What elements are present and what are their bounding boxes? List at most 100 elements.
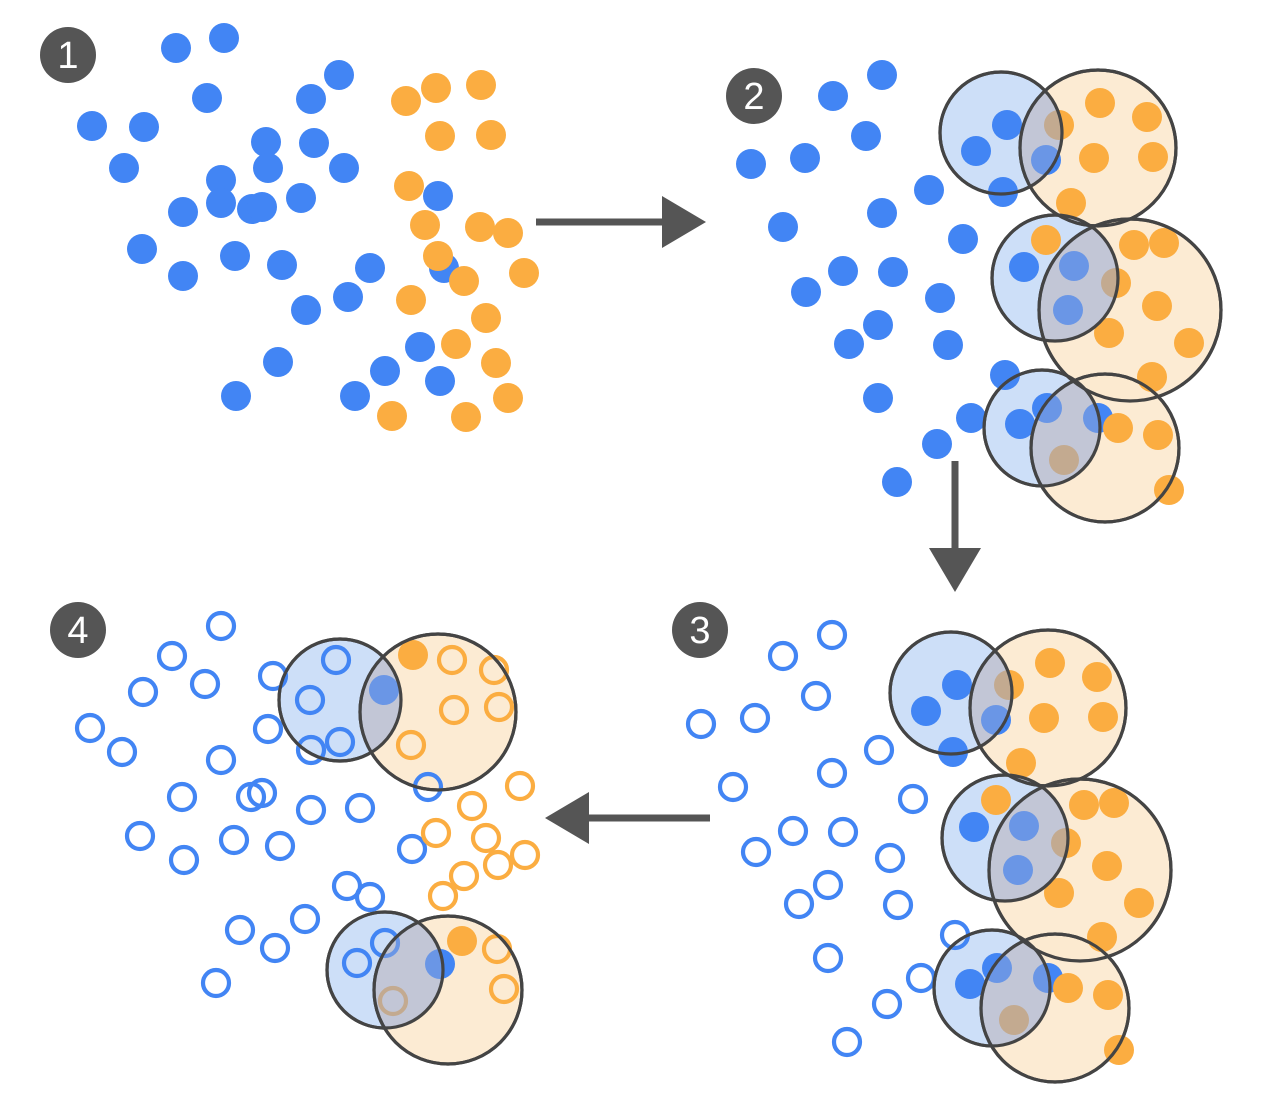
panel-2-point-blue-filled[interactable] bbox=[988, 177, 1018, 207]
panel-3-point-blue-hollow[interactable] bbox=[783, 888, 815, 920]
panel-1-point-blue-filled[interactable] bbox=[333, 282, 363, 312]
panel-2-point-orange-filled[interactable] bbox=[1132, 102, 1162, 132]
panel-2-point-blue-filled[interactable] bbox=[882, 467, 912, 497]
panel-2-point-blue-filled[interactable] bbox=[878, 257, 908, 287]
panel-4-point-blue-hollow[interactable] bbox=[246, 777, 278, 809]
panel-2-point-blue-filled[interactable] bbox=[867, 198, 897, 228]
panel-4-point-blue-hollow[interactable] bbox=[264, 830, 296, 862]
panel-4-point-orange-hollow[interactable] bbox=[483, 691, 515, 723]
panel-4-point-orange-hollow[interactable] bbox=[438, 694, 470, 726]
panel-2-point-blue-filled[interactable] bbox=[851, 121, 881, 151]
panel-4-point-blue-hollow[interactable] bbox=[124, 820, 156, 852]
panel-1-point-blue-filled[interactable] bbox=[253, 153, 283, 183]
panel-4-point-orange-hollow[interactable] bbox=[448, 860, 480, 892]
panel-3-point-orange-filled[interactable] bbox=[1099, 788, 1129, 818]
panel-4-point-blue-hollow[interactable] bbox=[320, 644, 352, 676]
panel-3-point-blue-hollow[interactable] bbox=[905, 962, 937, 994]
panel-2-point-orange-filled[interactable] bbox=[1079, 143, 1109, 173]
panel-4-point-blue-hollow[interactable] bbox=[344, 792, 376, 824]
panel-1-point-orange-filled[interactable] bbox=[410, 210, 440, 240]
panel-1-point-blue-filled[interactable] bbox=[340, 381, 370, 411]
panel-1-point-blue-filled[interactable] bbox=[168, 261, 198, 291]
panel-1-point-blue-filled[interactable] bbox=[247, 192, 277, 222]
panel-2-point-orange-filled[interactable] bbox=[1137, 362, 1167, 392]
panel-1-point-orange-filled[interactable] bbox=[451, 402, 481, 432]
panel-4-point-blue-hollow[interactable] bbox=[294, 684, 326, 716]
panel-1-point-orange-filled[interactable] bbox=[465, 212, 495, 242]
panel-2-point-orange-filled[interactable] bbox=[1174, 328, 1204, 358]
panel-1-point-blue-filled[interactable] bbox=[423, 181, 453, 211]
panel-3-point-blue-hollow[interactable] bbox=[740, 836, 772, 868]
panel-1-point-blue-filled[interactable] bbox=[286, 183, 316, 213]
panel-1-point-blue-filled[interactable] bbox=[109, 153, 139, 183]
panel-3-point-blue-filled[interactable] bbox=[942, 670, 972, 700]
panel-1-point-blue-filled[interactable] bbox=[127, 234, 157, 264]
panel-3-point-blue-filled[interactable] bbox=[959, 812, 989, 842]
panel-2-point-orange-filled[interactable] bbox=[1119, 230, 1149, 260]
panel-1-point-blue-filled[interactable] bbox=[206, 165, 236, 195]
panel-3-point-orange-filled[interactable] bbox=[1093, 980, 1123, 1010]
panel-2-point-orange-filled[interactable] bbox=[1142, 291, 1172, 321]
panel-1-point-orange-filled[interactable] bbox=[441, 329, 471, 359]
panel-2-point-blue-filled[interactable] bbox=[956, 403, 986, 433]
panel-1-point-orange-filled[interactable] bbox=[493, 383, 523, 413]
panel-4-point-orange-hollow[interactable] bbox=[504, 770, 536, 802]
panel-1-badge[interactable]: 1 bbox=[40, 27, 96, 83]
panel-1-point-blue-filled[interactable] bbox=[324, 60, 354, 90]
panel-1-point-orange-filled[interactable] bbox=[421, 73, 451, 103]
panel-1-point-blue-filled[interactable] bbox=[296, 84, 326, 114]
panel-4-badge[interactable]: 4 bbox=[50, 602, 106, 658]
panel-4-point-orange-hollow[interactable] bbox=[509, 839, 541, 871]
panel-4-point-blue-hollow[interactable] bbox=[189, 668, 221, 700]
panel-1-point-blue-filled[interactable] bbox=[267, 250, 297, 280]
panel-1-point-orange-filled[interactable] bbox=[396, 285, 426, 315]
panel-2-point-blue-filled[interactable] bbox=[922, 429, 952, 459]
panel-2-point-blue-filled[interactable] bbox=[992, 110, 1022, 140]
panel-2-point-blue-filled[interactable] bbox=[768, 212, 798, 242]
panel-3-point-blue-filled[interactable] bbox=[911, 696, 941, 726]
panel-2-point-blue-filled[interactable] bbox=[863, 383, 893, 413]
panel-1-point-orange-filled[interactable] bbox=[423, 241, 453, 271]
panel-3-point-orange-filled[interactable] bbox=[1124, 888, 1154, 918]
panel-4-point-blue-hollow[interactable] bbox=[205, 610, 237, 642]
panel-4-point-blue-hollow[interactable] bbox=[168, 844, 200, 876]
panel-3-point-orange-filled[interactable] bbox=[1082, 662, 1112, 692]
panel-4-point-blue-hollow[interactable] bbox=[354, 881, 386, 913]
panel-2-point-blue-filled[interactable] bbox=[834, 329, 864, 359]
panel-4-point-orange-filled[interactable] bbox=[447, 926, 477, 956]
panel-4-point-orange-hollow[interactable] bbox=[456, 790, 488, 822]
panel-3-point-orange-filled[interactable] bbox=[1044, 878, 1074, 908]
panel-2-point-blue-filled[interactable] bbox=[914, 175, 944, 205]
panel-1-point-orange-filled[interactable] bbox=[449, 266, 479, 296]
panel-1-point-blue-filled[interactable] bbox=[220, 241, 250, 271]
panel-3-point-blue-hollow[interactable] bbox=[767, 640, 799, 672]
panel-4-point-blue-hollow[interactable] bbox=[127, 676, 159, 708]
panel-2-point-blue-filled[interactable] bbox=[863, 310, 893, 340]
panel-1-point-blue-filled[interactable] bbox=[161, 33, 191, 63]
panel-4-point-blue-hollow[interactable] bbox=[218, 824, 250, 856]
panel-3-point-orange-filled[interactable] bbox=[1035, 648, 1065, 678]
panel-4-point-blue-hollow[interactable] bbox=[324, 726, 356, 758]
panel-4-point-orange-hollow[interactable] bbox=[427, 880, 459, 912]
panel-3-point-blue-hollow[interactable] bbox=[882, 889, 914, 921]
panel-1-point-blue-filled[interactable] bbox=[221, 381, 251, 411]
panel-1-point-orange-filled[interactable] bbox=[493, 218, 523, 248]
panel-3-point-orange-filled[interactable] bbox=[981, 785, 1011, 815]
panel-3-point-orange-filled[interactable] bbox=[1006, 748, 1036, 778]
panel-3-point-blue-hollow[interactable] bbox=[831, 1026, 863, 1058]
panel-1-point-orange-filled[interactable] bbox=[471, 303, 501, 333]
panel-1-point-blue-filled[interactable] bbox=[251, 127, 281, 157]
panel-1-point-blue-filled[interactable] bbox=[405, 332, 435, 362]
panel-3-point-blue-filled[interactable] bbox=[938, 737, 968, 767]
panel-1-point-orange-filled[interactable] bbox=[481, 348, 511, 378]
panel-3-point-orange-filled[interactable] bbox=[1092, 851, 1122, 881]
panel-4-point-blue-hollow[interactable] bbox=[289, 903, 321, 935]
panel-2-point-blue-filled[interactable] bbox=[818, 81, 848, 111]
panel-2-point-blue-filled[interactable] bbox=[1009, 252, 1039, 282]
panel-2-point-orange-filled[interactable] bbox=[1056, 188, 1086, 218]
panel-3-point-orange-filled[interactable] bbox=[1088, 702, 1118, 732]
panel-1-point-blue-filled[interactable] bbox=[77, 111, 107, 141]
panel-2-point-orange-filled[interactable] bbox=[1094, 318, 1124, 348]
panel-3-point-orange-filled[interactable] bbox=[1029, 703, 1059, 733]
panel-3-point-blue-hollow[interactable] bbox=[827, 816, 859, 848]
